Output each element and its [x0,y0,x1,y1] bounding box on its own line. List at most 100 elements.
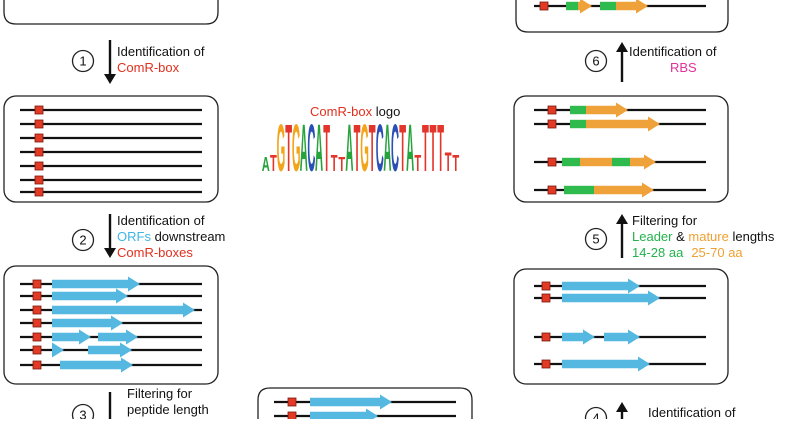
comr-box-marker [547,157,557,167]
orf-arrow [52,342,64,358]
orf-arrow [562,278,640,294]
orf-arrow [52,329,91,345]
step5-circle [584,227,608,251]
logo-letter: T [323,112,330,186]
logo-letter: G [292,112,301,186]
step2-line2: ORFs downstream [117,229,225,245]
step3-line2: peptide length [127,402,209,417]
comr-box-marker [287,397,297,407]
logo-letter: A [345,112,353,186]
logo-title: ComR-box logo [310,104,400,120]
logo-letter: G [277,112,286,186]
logo-letter: C [391,112,399,186]
step2-line3: ComR-boxes [117,245,193,260]
step2-orfs-word: ORFs [117,229,151,244]
comr-box-marker [541,281,551,291]
mature-segment [586,102,628,118]
orf-arrow [52,315,123,331]
logo-letter: A [383,112,391,186]
step5-leader-range: 14-28 aa [632,245,684,260]
logo-letter: T [430,112,437,186]
comr-box-marker [547,119,557,129]
step5-mature-word: mature [688,229,729,244]
comr-box-marker [547,185,557,195]
comr-box-marker [547,105,557,115]
comr-box-marker [32,291,42,301]
logo-letter: T [437,112,444,186]
panel-comr-boxes [3,95,219,203]
orf-arrow [310,408,378,419]
comr-box-marker [32,305,42,315]
comr-box-marker [34,147,44,157]
leader-segment [562,157,580,167]
mature-segment [580,157,612,167]
orf-arrow [88,342,132,358]
logo-letter: A [262,154,270,176]
leader-segment [570,105,586,115]
comr-box-marker [32,318,42,328]
orf-arrow [52,276,140,292]
leader-segment [564,185,594,195]
logo-letter: T [285,112,292,186]
comr-box-marker [34,119,44,129]
logo-letter: T [452,149,459,176]
step5-line1: Filtering for [632,213,698,228]
logo-letter: T [445,149,452,178]
step1-label: Identification of ComR-box [117,44,204,76]
step4-arrow-head [616,402,628,412]
logo-title-comr: ComR-box [310,104,373,119]
orf-arrow [604,329,640,345]
step5-lengths-word: lengths [728,229,775,244]
step4-line1: Identification of [648,405,736,420]
step5-line2: Leader & mature lengths [632,229,774,245]
comr-box-marker [34,133,44,143]
orf-arrow [562,356,650,372]
step1-circle [71,49,95,73]
logo-letter: T [354,112,361,186]
step2-downstream: downstream [150,229,226,244]
mature-segment [586,116,660,132]
logo-letter: A [406,112,414,186]
orf-arrow [310,394,392,410]
comr-box-marker [32,279,42,289]
step2-circle [71,228,95,252]
mature-segment [594,182,654,198]
comr-box-marker [34,105,44,115]
mature-segment [630,154,656,170]
panel-top-left [3,0,219,25]
orf-arrow [98,329,138,345]
mature-segment [616,0,648,14]
step5-leader-word: Leader [632,229,673,244]
logo-letter: A [300,112,308,186]
orf-arrow [52,288,128,304]
logo-letter: C [307,112,315,186]
comr-box-marker [287,411,297,419]
logo-letter: A [315,112,323,186]
step4-label: Identification of [648,405,735,421]
comr-box-marker [541,332,551,342]
leader-segment [566,1,578,11]
orf-arrow [60,357,133,373]
step2-line1: Identification of [117,213,205,228]
comr-box-marker [539,1,549,11]
panel-leader-mature [513,95,729,203]
step5-label: Filtering for Leader & mature lengths 14… [632,213,774,261]
comr-box-marker [34,187,44,197]
step5-amp: & [672,229,689,244]
logo-letter: T [399,112,406,186]
step6-line1: Identification of [629,44,717,59]
logo-letter: T [338,154,345,176]
step4-circle [584,406,608,419]
orf-arrow [562,329,595,345]
step3-circle [71,403,95,419]
step6-number: 6 [592,54,599,69]
comr-box-marker [541,293,551,303]
leader-segment [612,157,630,167]
step3-line1: Filtering for [127,386,193,401]
logo-letter: T [414,149,421,176]
leader-segment [570,119,586,129]
